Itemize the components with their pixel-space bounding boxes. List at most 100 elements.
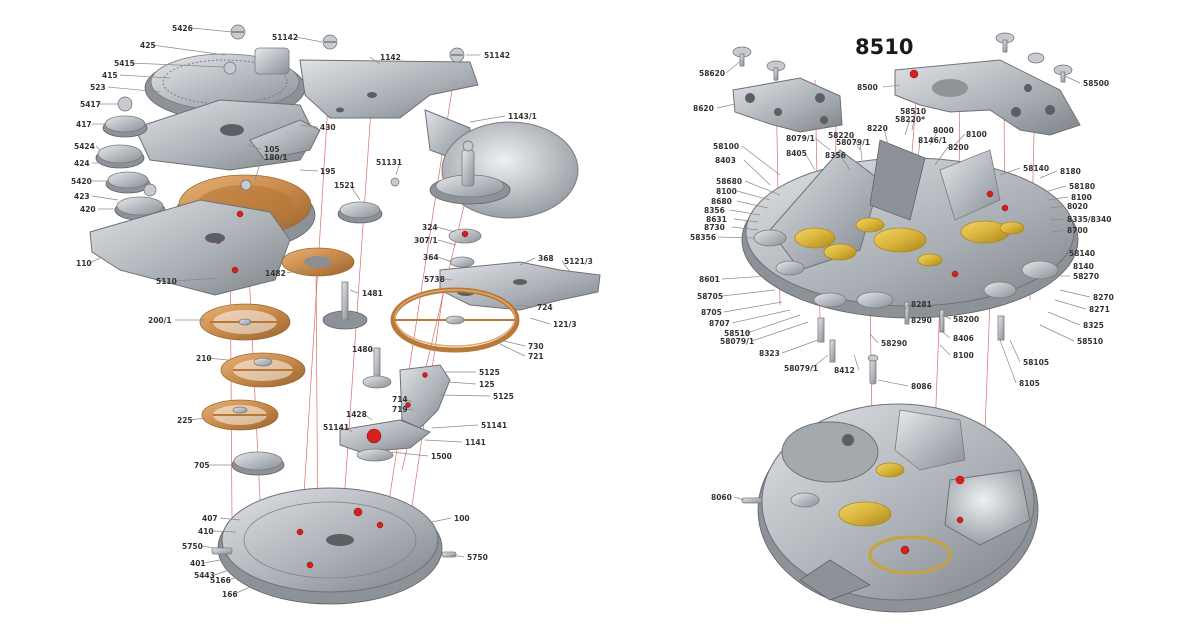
right-part-label: 58220* (895, 115, 925, 124)
left-part-label: 166 (222, 590, 238, 599)
left-part-label: 1480 (352, 345, 373, 354)
left-part-label: 5125 (493, 392, 514, 401)
right-leader-lines (716, 59, 1091, 501)
left-part-label: 5426 (172, 24, 193, 33)
train-bridge-1142 (249, 34, 479, 161)
right-part-label: 58356 (690, 233, 716, 242)
left-part-label: 307/1 (414, 236, 438, 245)
right-part-label: 8220 (867, 124, 888, 133)
left-part-label: 5750 (467, 553, 488, 562)
right-part-label: 58079/1 (784, 364, 818, 373)
bridge-8620 (732, 77, 843, 133)
left-part-label: 420 (80, 205, 96, 214)
right-part-label: 58220 (828, 131, 854, 140)
right-part-label: 8086 (911, 382, 932, 391)
right-part-label: 8105 (1019, 379, 1040, 388)
right-part-label: 58140 (1023, 164, 1049, 173)
left-part-label: 1482 (265, 269, 286, 278)
left-part-label: 1500 (431, 452, 452, 461)
right-part-label: 8290 (911, 316, 932, 325)
left-part-label: 523 (90, 83, 106, 92)
left-part-label: 368 (538, 254, 554, 263)
left-part-label: 730 (528, 342, 544, 351)
left-part-label: 1143/1 (508, 112, 537, 121)
left-part-label: 105 (264, 145, 280, 154)
right-part-label: 58680 (716, 177, 742, 186)
right-part-label: 8620 (693, 104, 714, 113)
right-part-label: 8100 (966, 130, 987, 139)
left-part-label: 121/3 (553, 320, 577, 329)
left-part-label: 51142 (272, 33, 298, 42)
right-part-label: 58180 (1069, 182, 1095, 191)
right-part-label: 58079/1 (720, 337, 754, 346)
main-plate-100 (211, 487, 457, 605)
left-part-label: 1521 (334, 181, 355, 190)
right-part-label: 8700 (1067, 226, 1088, 235)
left-part-label: 5424 (74, 142, 95, 151)
left-part-label: 324 (422, 223, 438, 232)
left-part-label: 5121/3 (564, 257, 593, 266)
right-part-label: 58105 (1023, 358, 1049, 367)
right-part-label: 8705 (701, 308, 722, 317)
balance-cock-1143 (424, 109, 579, 219)
right-part-label: 58510 (724, 329, 750, 338)
fourth-and-third-wheels (281, 177, 400, 389)
left-part-label: 5420 (71, 177, 92, 186)
left-part-label: 5125 (479, 368, 500, 377)
left-part-label: 51141 (481, 421, 507, 430)
chronograph-module (741, 139, 1079, 363)
left-part-label: 1481 (362, 289, 383, 298)
right-part-label: 58140 (1069, 249, 1095, 258)
left-part-label: 5417 (80, 100, 101, 109)
right-part-label: 8335/8340 (1067, 215, 1112, 224)
bridge-8500 (894, 59, 1081, 136)
left-part-label: 423 (74, 192, 90, 201)
left-part-label: 430 (320, 123, 336, 132)
right-part-label: 8323 (759, 349, 780, 358)
top-screws (732, 32, 1073, 83)
left-part-label: 5166 (210, 576, 231, 585)
right-part-label: 8271 (1089, 305, 1110, 314)
right-part-label: 8100 (716, 187, 737, 196)
right-part-label: 58500 (1083, 79, 1109, 88)
left-part-label: 100 (454, 514, 470, 523)
right-part-label: 8100 (953, 351, 974, 360)
right-diagram-title: 8510 (855, 35, 913, 59)
right-part-label: 58510 (1077, 337, 1103, 346)
right-part-label: 8405 (786, 149, 807, 158)
left-part-label: 51142 (484, 51, 510, 60)
right-exploded-view: 8510 (690, 32, 1114, 613)
left-part-label: 5738 (424, 275, 445, 284)
left-part-label: 180/1 (264, 153, 288, 162)
left-part-label: 210 (196, 354, 212, 363)
part-8086 (867, 354, 879, 385)
left-part-label: 401 (190, 559, 206, 568)
right-part-label: 58705 (697, 292, 723, 301)
pallet-fork-and-bridge (339, 364, 451, 462)
escapement-parts (439, 228, 601, 311)
right-part-label: 8356 (704, 206, 725, 215)
left-part-label: 417 (76, 120, 92, 129)
left-part-label: 5110 (156, 277, 177, 286)
left-part-label: 5415 (114, 59, 135, 68)
base-movement (741, 403, 1039, 613)
left-part-label: 200/1 (148, 316, 172, 325)
right-part-label: 58200 (953, 315, 979, 324)
left-part-label: 5443 (194, 571, 215, 580)
left-part-label: 407 (202, 514, 218, 523)
left-part-label: 110 (76, 259, 92, 268)
left-part-label: 705 (194, 461, 210, 470)
left-leader-lines (89, 27, 571, 595)
right-part-label: 58079/1 (836, 138, 870, 147)
left-part-label: 1142 (380, 53, 401, 62)
right-part-label: 8180 (1060, 167, 1081, 176)
left-part-label: 1141 (465, 438, 486, 447)
right-part-label: 8281 (911, 300, 932, 309)
right-part-label: 58270 (1073, 272, 1099, 281)
right-part-label: 8270 (1093, 293, 1114, 302)
right-part-label: 8412 (834, 366, 855, 375)
right-part-label: 8079/1 (786, 134, 815, 143)
right-part-label: 8020 (1067, 202, 1088, 211)
